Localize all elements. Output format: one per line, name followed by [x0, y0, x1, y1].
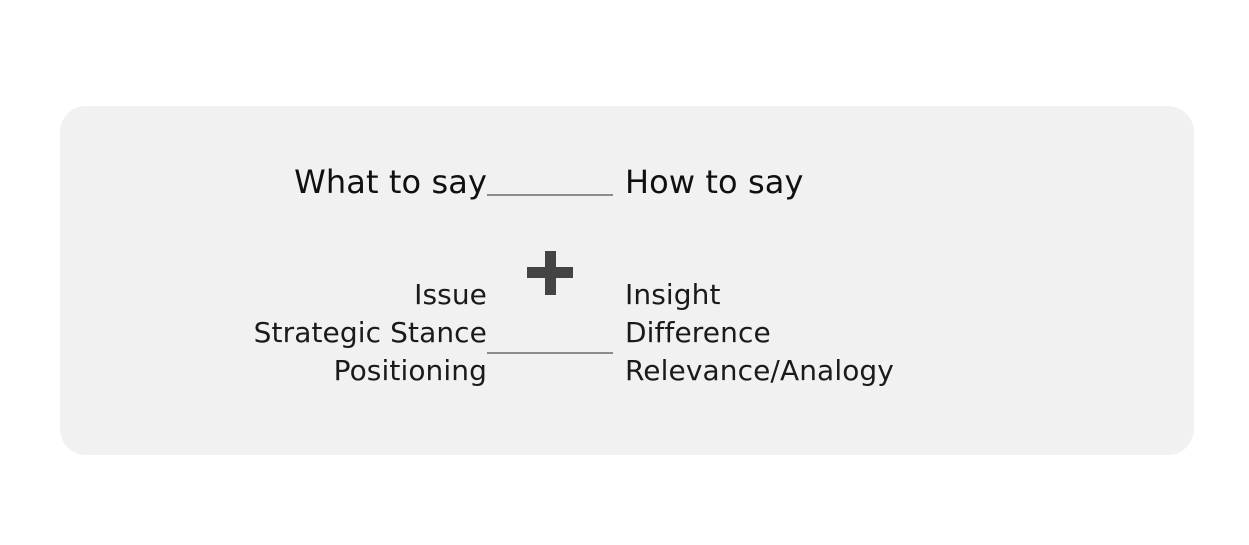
list-item: Positioning: [333, 354, 487, 387]
list-item: Issue: [414, 278, 487, 311]
how-to-say-heading: How to say: [625, 163, 804, 201]
list-item: Insight: [625, 278, 721, 311]
concept-card: What to say Issue Strategic Stance Posit…: [60, 106, 1194, 455]
list-item: Strategic Stance: [253, 316, 487, 349]
list-item: Relevance/Analogy: [625, 354, 894, 387]
what-to-say-heading: What to say: [294, 163, 487, 201]
what-to-say-list: Issue Strategic Stance Positioning: [60, 276, 487, 390]
list-item: Difference: [625, 316, 771, 349]
plus-icon-horizontal-bar: [527, 267, 573, 278]
how-to-say-column: How to say Insight Difference Relevance/…: [613, 106, 1194, 390]
how-to-say-list: Insight Difference Relevance/Analogy: [625, 276, 1194, 390]
plus-icon: [527, 251, 573, 295]
card-grid: What to say Issue Strategic Stance Posit…: [60, 106, 1194, 455]
connector-bottom-rule: [487, 352, 613, 354]
connector-top-rule: [487, 194, 613, 196]
connector-column: [487, 106, 613, 455]
what-to-say-column: What to say Issue Strategic Stance Posit…: [60, 106, 487, 390]
